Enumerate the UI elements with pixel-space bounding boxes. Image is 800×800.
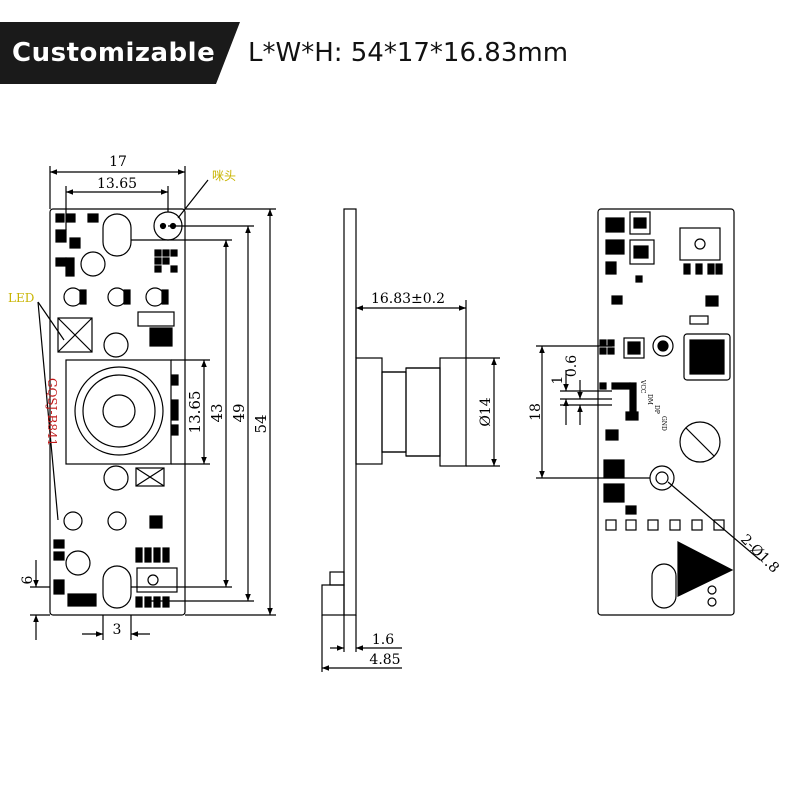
board-code: GQSJ-B841	[45, 378, 59, 446]
lens-icon	[74, 366, 164, 456]
chip-icon	[683, 333, 731, 381]
front-height-13-65: 13.65	[186, 391, 204, 434]
back-bottom-slot	[651, 563, 677, 609]
back-pin-dp: DP	[653, 405, 660, 414]
customizable-badge: Customizable	[0, 22, 240, 84]
front-width-13-65: 13.65	[97, 176, 137, 192]
header: Customizable L*W*H: 54*17*16.83mm	[0, 0, 800, 110]
back-board-outline	[597, 208, 735, 616]
back-pin-vcc: VCC	[639, 379, 646, 394]
side-connector	[321, 584, 345, 616]
mount-hole-icon	[652, 335, 674, 357]
back-view	[536, 208, 761, 616]
lens-barrel	[355, 357, 383, 465]
capacitor-icon	[80, 251, 106, 277]
front-width-17: 17	[109, 154, 127, 170]
side-view	[321, 208, 500, 672]
side-lens-diameter: Ø14	[478, 397, 494, 426]
lens-housing	[65, 359, 172, 465]
side-height-16-83: 16.83±0.2	[371, 291, 445, 307]
prohibited-icon	[679, 421, 721, 463]
front-height-49: 49	[230, 403, 248, 422]
front-bottom-6: 6	[20, 575, 36, 584]
led-icon	[145, 287, 165, 307]
front-board-outline	[49, 208, 186, 616]
top-slot	[102, 213, 132, 257]
front-view	[30, 166, 276, 640]
dimensions-label: L*W*H: 54*17*16.83mm	[248, 38, 569, 68]
back-pin-dm: DM	[646, 394, 653, 405]
led-label: LED	[8, 291, 34, 305]
back-dim-1: 1	[550, 376, 566, 385]
back-dim-18: 18	[528, 403, 544, 421]
side-board	[343, 208, 357, 616]
led-icon	[107, 287, 127, 307]
side-thickness-4-85: 4.85	[369, 652, 400, 668]
bottom-slot	[102, 565, 132, 609]
badge-label: Customizable	[12, 38, 216, 68]
back-hole-label: 2-Ø1.8	[737, 532, 782, 577]
front-bottom-3: 3	[113, 622, 122, 638]
led-icon	[63, 287, 83, 307]
mic-label: 咪头	[212, 169, 236, 183]
back-dim-0-6: 0.6	[564, 355, 580, 377]
front-height-43: 43	[208, 403, 226, 422]
back-pin-gnd: GND	[660, 416, 667, 431]
front-height-54: 54	[252, 414, 270, 433]
side-thickness-1-6: 1.6	[372, 632, 394, 648]
warning-logo-icon	[677, 541, 734, 597]
lens-front	[439, 357, 467, 467]
